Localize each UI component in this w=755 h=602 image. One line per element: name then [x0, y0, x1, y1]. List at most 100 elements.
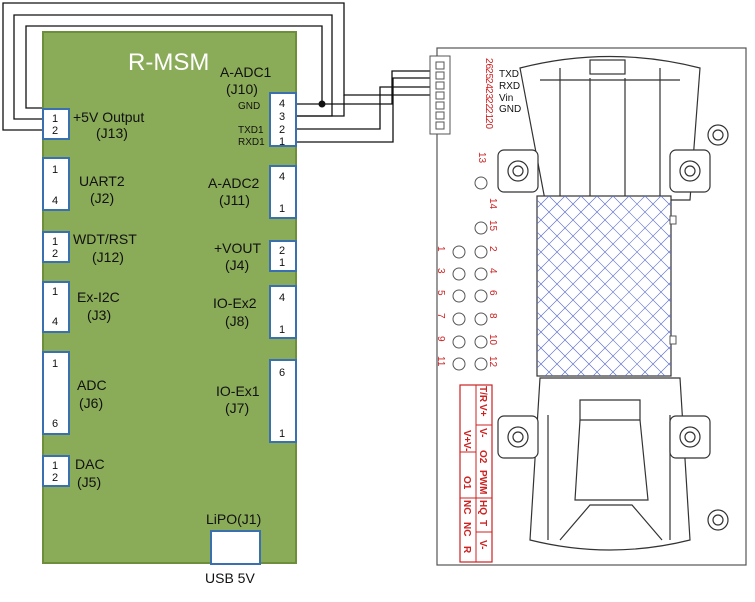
wire-vin [296, 95, 345, 117]
table-cell-o2: O2 [477, 450, 488, 464]
sensor-connector [429, 55, 451, 135]
sensor-connector-slots [435, 61, 445, 130]
connector-j4: 2 1 +VOUT (J4) [214, 240, 297, 273]
connector-j3: 1 4 Ex-I2C (J3) [42, 281, 120, 333]
mesh-line [536, 201, 672, 337]
hole-5: 5 [435, 290, 446, 296]
sensor-hole-numbers: 13 14 15 1 2 3 4 5 6 7 8 9 10 11 12 [435, 152, 498, 368]
table-cell-vplus-top: V+ [477, 404, 488, 417]
connector-j4-pin-bottom: 1 [279, 257, 285, 269]
table-cell-tr: T/R [477, 386, 488, 403]
connector-j13-header [42, 108, 70, 140]
connector-j11-pin-bottom: 1 [279, 203, 285, 215]
hole-8: 8 [487, 313, 498, 319]
mesh-line [564, 195, 672, 303]
connector-j10-id: (J10) [226, 81, 258, 97]
sensor-pin-23: 23 [483, 88, 494, 100]
hole-4: 4 [487, 268, 498, 274]
connector-j8: 4 1 IO-Ex2 (J8) [213, 285, 297, 339]
connector-j4-name: +VOUT [214, 240, 262, 256]
mesh-line [536, 343, 570, 377]
mesh-line [536, 195, 614, 273]
hole-6: 6 [487, 290, 498, 296]
sensor-signal-rxd: RXD [499, 81, 520, 92]
hole-3: 3 [435, 268, 446, 274]
lipo-label: LiPO(J1) [206, 511, 261, 527]
connector-j10-pin-2: 2 [279, 124, 285, 136]
connector-j4-id: (J4) [225, 257, 249, 273]
mesh-line [628, 195, 672, 239]
table-cell-nc1: NC [461, 500, 472, 514]
sensor-pin-22: 22 [483, 98, 494, 110]
connector-j7-pin-bottom: 1 [279, 428, 285, 440]
wires [2, 2, 437, 143]
sensor-bottom-housing [529, 377, 691, 551]
usb-port [210, 530, 261, 565]
connector-j10-signal-rxd1: RXD1 [238, 137, 265, 148]
connector-j6-name: ADC [77, 377, 107, 393]
sensor-mounting-ears [497, 124, 729, 531]
table-cell-t: T [477, 520, 488, 526]
mesh-line [660, 195, 672, 207]
mesh-line [536, 233, 672, 369]
connector-j6-pin-bottom: 6 [52, 418, 58, 430]
mesh-line [644, 195, 672, 223]
mesh-line [536, 215, 672, 351]
wire-gnd-junction [25, 25, 323, 109]
sensor-signal-table: T/R V+ V- O2 PWM HQ T V- V+ V- O1 NC NC … [459, 384, 493, 563]
connector-j2-pin-top: 1 [52, 164, 58, 176]
connector-j13: 1 2 +5V Output (J13) [42, 108, 144, 141]
connector-j10: 4 3 2 1 A-ADC1 (J10) GND TXD1 RXD1 [220, 64, 297, 148]
connector-j8-pin-bottom: 1 [279, 324, 285, 336]
wire-txd1 [296, 86, 437, 130]
connector-j5-id: (J5) [77, 474, 101, 490]
sensor-through-holes [452, 176, 488, 371]
connector-j11-header [269, 165, 297, 219]
hole-1: 1 [435, 246, 446, 252]
hole-11: 11 [435, 356, 446, 367]
connector-j3-id: (J3) [87, 307, 111, 323]
mesh-line [536, 231, 672, 367]
connector-j5-pin-top: 1 [52, 460, 58, 472]
connector-j3-pin-bottom: 4 [52, 316, 58, 328]
connector-j8-name: IO-Ex2 [213, 295, 257, 311]
connector-j7: 6 1 IO-Ex1 (J7) [216, 359, 297, 443]
connector-j8-pin-top: 4 [279, 292, 285, 304]
wire-5v-pin2 [2, 2, 437, 131]
connector-j2-pin-bottom: 4 [52, 195, 58, 207]
mesh-line [560, 265, 672, 377]
connector-j2-header [42, 157, 70, 211]
sensor-signal-vin: Vin [499, 93, 513, 104]
connector-j3-header [42, 281, 70, 333]
mesh-line [536, 279, 634, 377]
board-title: R-MSM [128, 49, 209, 76]
connector-j10-signal-txd1: TXD1 [238, 125, 264, 136]
mesh-line [640, 345, 672, 377]
table-cell-hq: HQ [477, 500, 488, 515]
table-cell-r: R [461, 546, 472, 554]
mesh-line [536, 195, 662, 321]
sensor-top-housing [519, 55, 701, 201]
sensor-pin-24: 24 [483, 78, 494, 90]
table-cell-vplus-left: V+ [461, 430, 472, 443]
mesh-line [544, 249, 672, 377]
connector-j12: 1 2 WDT/RST (J12) [42, 231, 137, 265]
sensor-module: 26 25 24 23 22 21 20 TXD RXD Vin GND [429, 47, 747, 566]
connector-j5: 1 2 DAC (J5) [42, 455, 105, 490]
connector-j6-id: (J6) [79, 395, 103, 411]
connector-j12-header [42, 231, 70, 263]
connector-j6-header [42, 351, 70, 435]
hole-15: 15 [487, 220, 498, 232]
mesh-line [656, 361, 672, 377]
mesh-line [596, 195, 672, 271]
connector-j5-name: DAC [75, 456, 105, 472]
mesh-line [536, 263, 650, 377]
connector-j10-pin-4: 4 [279, 98, 285, 110]
connector-j12-pin-top: 1 [52, 236, 58, 248]
connector-j4-header [269, 240, 297, 272]
mesh-line [536, 311, 602, 377]
connector-j10-pin-3: 3 [279, 111, 285, 123]
connector-j5-pin-bottom: 2 [52, 472, 58, 484]
hole-13: 13 [476, 152, 487, 164]
